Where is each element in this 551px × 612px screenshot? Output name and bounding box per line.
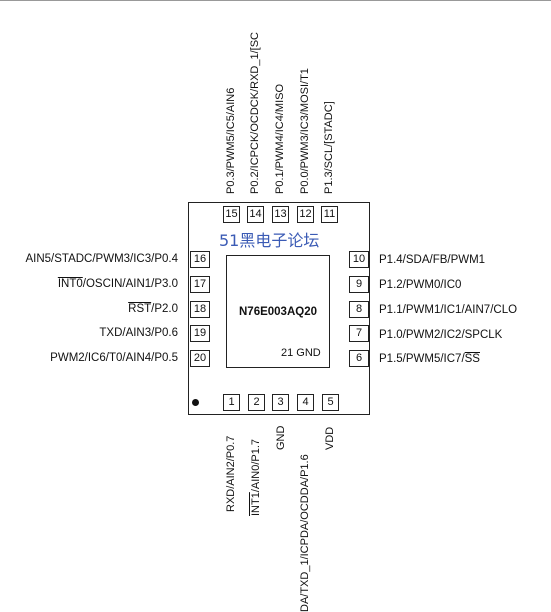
pin-14: 14 [247, 206, 264, 223]
pin-2-label-overbar: INT1 [250, 492, 262, 516]
pin-4-label: DA/TXD_1/ICPDA/OCDDA/P1.6 [299, 454, 311, 612]
pin-10: 10 [349, 251, 369, 268]
pin-2-label: INT1/AIN0/P1.7 [250, 438, 262, 516]
pin-20-label: PWM2/IC6/T0/AIN4/P0.5 [50, 352, 178, 364]
pin-6-label: P1.5/PWM5/IC7/SS [379, 353, 480, 365]
pin-14-label: P0.2/ICPCK/OCDCK/RXD_1/[SC [249, 32, 261, 194]
pin-15: 15 [223, 206, 240, 223]
pin-6-label-overbar: SS [464, 353, 480, 365]
chip-name: N76E003AQ20 [239, 306, 317, 318]
pin-13-label: P0.1/PWM4/IC4/MISO [274, 83, 286, 194]
pin-13: 13 [272, 206, 289, 223]
pin-1-label: RXD/AIN2/P0.7 [225, 435, 237, 512]
pin1-marker-dot [192, 399, 199, 406]
pin-5: 5 [322, 394, 339, 411]
watermark-text: 51黑电子论坛 [219, 231, 320, 250]
top-border-line [0, 0, 551, 1]
pin-3-label: GND [275, 425, 287, 450]
pin-8-label: P1.1/PWM1/IC1/AIN7/CLO [379, 304, 518, 316]
pin-17-label-overbar: INT0 [57, 278, 83, 290]
pin-4: 4 [297, 394, 314, 411]
pin-15-label: P0.3/PWM5/IC5/AIN6 [225, 87, 237, 194]
pin-5-label: VDD [324, 426, 336, 450]
center-pad [226, 255, 330, 368]
pin-12: 12 [297, 206, 314, 223]
pin-8: 8 [349, 301, 369, 318]
pin-10-label: P1.4/SDA/FB/PWM1 [379, 254, 486, 266]
pin-11-label: P1.3/SCL/[STADC] [323, 101, 335, 194]
pin-7: 7 [349, 325, 369, 342]
pin-12-label: P0.0/PWM3/IC3/MOSI/T1 [299, 68, 311, 194]
pin-17: 17 [190, 276, 210, 293]
pin-18-label-overbar: RST [128, 303, 152, 315]
pin-18: 18 [190, 301, 210, 318]
pin-18-label: RST/P2.0 [128, 303, 178, 315]
pin-16: 16 [190, 251, 210, 268]
pin-16-label: AIN5/STADC/PWM3/IC3/P0.4 [25, 253, 178, 265]
pin-19: 19 [190, 325, 210, 342]
pin-20: 20 [190, 350, 210, 367]
pin-7-label: P1.0/PWM2/IC2/SPCLK [379, 329, 503, 341]
pin-19-label: TXD/AIN3/P0.6 [99, 327, 178, 339]
center-pin-label: 21 GND [281, 347, 321, 359]
pin-11: 11 [321, 206, 338, 223]
pin-6: 6 [349, 350, 369, 367]
pin-9-label: P1.2/PWM0/IC0 [379, 279, 462, 291]
pin-2: 2 [248, 394, 265, 411]
pin-17-label: INT0/OSCIN/AIN1/P3.0 [57, 278, 178, 290]
pin-3: 3 [272, 394, 289, 411]
pin-1: 1 [223, 394, 240, 411]
pin-9: 9 [349, 276, 369, 293]
